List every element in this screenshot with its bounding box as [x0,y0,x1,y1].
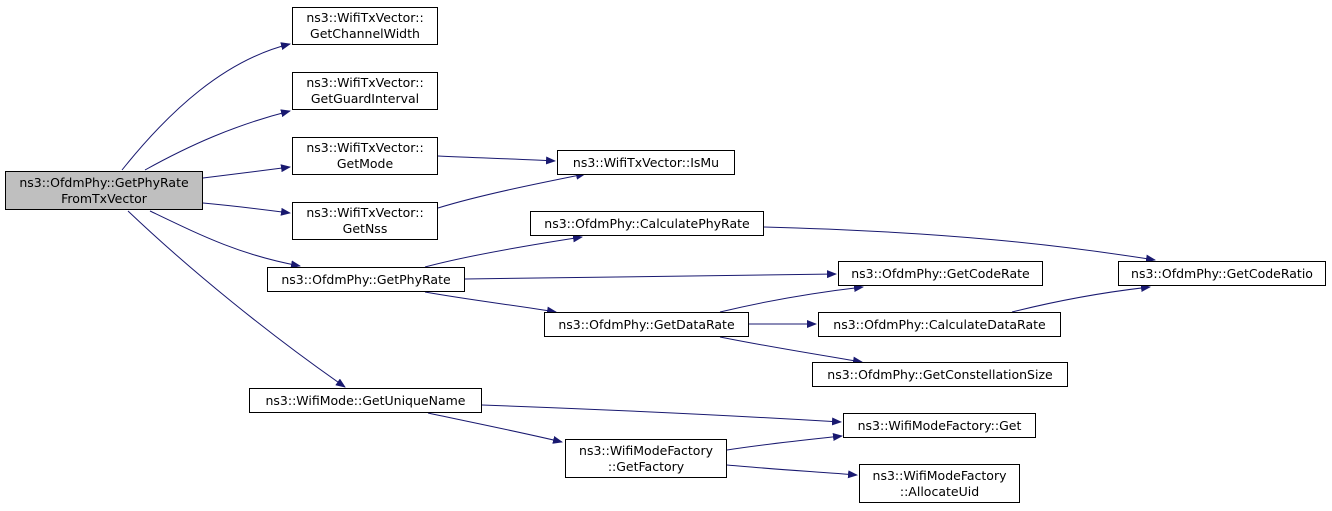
node-get-phy-rate[interactable]: ns3::OfdmPhy::GetPhyRate [267,267,465,292]
node-calculate-data-rate[interactable]: ns3::OfdmPhy::CalculateDataRate [818,312,1061,337]
edge-get-nss-to-is-mu [437,171,586,209]
edge-root-to-get-mode [202,164,291,179]
node-label-line1: ns3::OfdmPhy::GetPhyRate [19,174,189,190]
node-label-line1: ns3::OfdmPhy::GetCodeRatio [1131,265,1313,281]
node-label-line1: ns3::OfdmPhy::GetPhyRate [281,271,451,287]
edge-root-to-get-guard-interval [144,109,291,171]
node-calculate-phy-rate[interactable]: ns3::OfdmPhy::CalculatePhyRate [530,211,764,236]
node-label-line1: ns3::OfdmPhy::GetCodeRate [851,265,1030,281]
edge-get-phy-rate-to-calculate-phy-rate [424,234,583,268]
node-label-line1: ns3::WifiMode::GetUniqueName [265,392,466,408]
node-label-line1: ns3::WifiTxVector:: [306,10,424,25]
node-label-line2: GetNss [342,221,388,236]
node-label-line2: FromTxVector [61,190,147,206]
edge-get-phy-rate-to-get-data-rate [424,291,557,315]
node-get-data-rate[interactable]: ns3::OfdmPhy::GetDataRate [544,312,749,337]
edge-calculate-data-rate-to-get-code-ratio [1011,284,1151,313]
node-allocate-uid[interactable]: ns3::WifiModeFactory ::AllocateUid [859,464,1020,503]
node-label-line2: ::GetFactory [607,458,685,474]
node-label-line1: ns3::WifiTxVector:: [306,75,424,90]
node-wifi-mode-factory-get[interactable]: ns3::WifiModeFactory::Get [843,413,1036,438]
node-label-line1: ns3::WifiModeFactory::Get [857,417,1022,433]
node-label-line1: ns3::OfdmPhy::GetConstellationSize [827,366,1053,382]
node-label-line1: ns3::WifiTxVector::IsMu [572,154,720,170]
edge-get-mode-to-is-mu [437,155,556,165]
node-get-code-rate[interactable]: ns3::OfdmPhy::GetCodeRate [838,261,1043,286]
node-get-channel-width[interactable]: ns3::WifiTxVector:: GetChannelWidth [292,7,438,45]
node-get-guard-interval[interactable]: ns3::WifiTxVector:: GetGuardInterval [292,72,438,110]
node-get-phy-rate-from-tx-vector[interactable]: ns3::OfdmPhy::GetPhyRate FromTxVector [5,171,203,210]
edge-root-to-get-nss [202,202,291,216]
edge-calculate-phy-rate-to-get-code-ratio [763,226,1156,263]
node-label-line2: GetChannelWidth [310,26,420,41]
node-label-line1: ns3::OfdmPhy::GetDataRate [558,316,735,332]
node-label-line1: ns3::WifiTxVector:: [306,205,424,220]
edge-get-factory-to-allocate-uid [726,464,858,479]
node-label-line1: ns3::OfdmPhy::CalculateDataRate [833,316,1046,332]
edge-get-data-rate-to-get-code-rate [719,284,864,313]
edge-root-to-get-channel-width [121,42,291,171]
node-is-mu[interactable]: ns3::WifiTxVector::IsMu [557,150,735,175]
node-label-line1: ns3::WifiModeFactory [872,467,1007,483]
node-label-line2: GetGuardInterval [310,91,420,106]
edge-get-unique-name-to-get-factory [427,412,563,444]
edge-get-data-rate-to-get-constellation-size [719,336,863,365]
node-get-nss[interactable]: ns3::WifiTxVector:: GetNss [292,202,438,240]
node-label-line1: ns3::OfdmPhy::CalculatePhyRate [544,215,750,231]
edge-root-to-get-phy-rate [149,210,301,269]
node-label-line1: ns3::WifiModeFactory [579,442,713,458]
node-label-line2: ::AllocateUid [899,483,980,499]
node-label-line1: ns3::WifiTxVector:: [306,140,424,155]
node-get-code-ratio[interactable]: ns3::OfdmPhy::GetCodeRatio [1118,261,1326,286]
node-get-mode[interactable]: ns3::WifiTxVector:: GetMode [292,137,438,175]
edge-root-to-get-unique-name [127,210,346,388]
node-get-constellation-size[interactable]: ns3::OfdmPhy::GetConstellationSize [812,362,1068,387]
node-get-factory[interactable]: ns3::WifiModeFactory ::GetFactory [565,439,727,478]
node-label-line2: GetMode [336,156,394,171]
edge-get-factory-to-wifi-mode-factory-get [726,432,843,451]
edge-get-unique-name-to-wifi-mode-factory-get [481,404,842,426]
node-get-unique-name[interactable]: ns3::WifiMode::GetUniqueName [249,388,482,413]
edge-get-phy-rate-to-get-code-rate [464,270,837,280]
